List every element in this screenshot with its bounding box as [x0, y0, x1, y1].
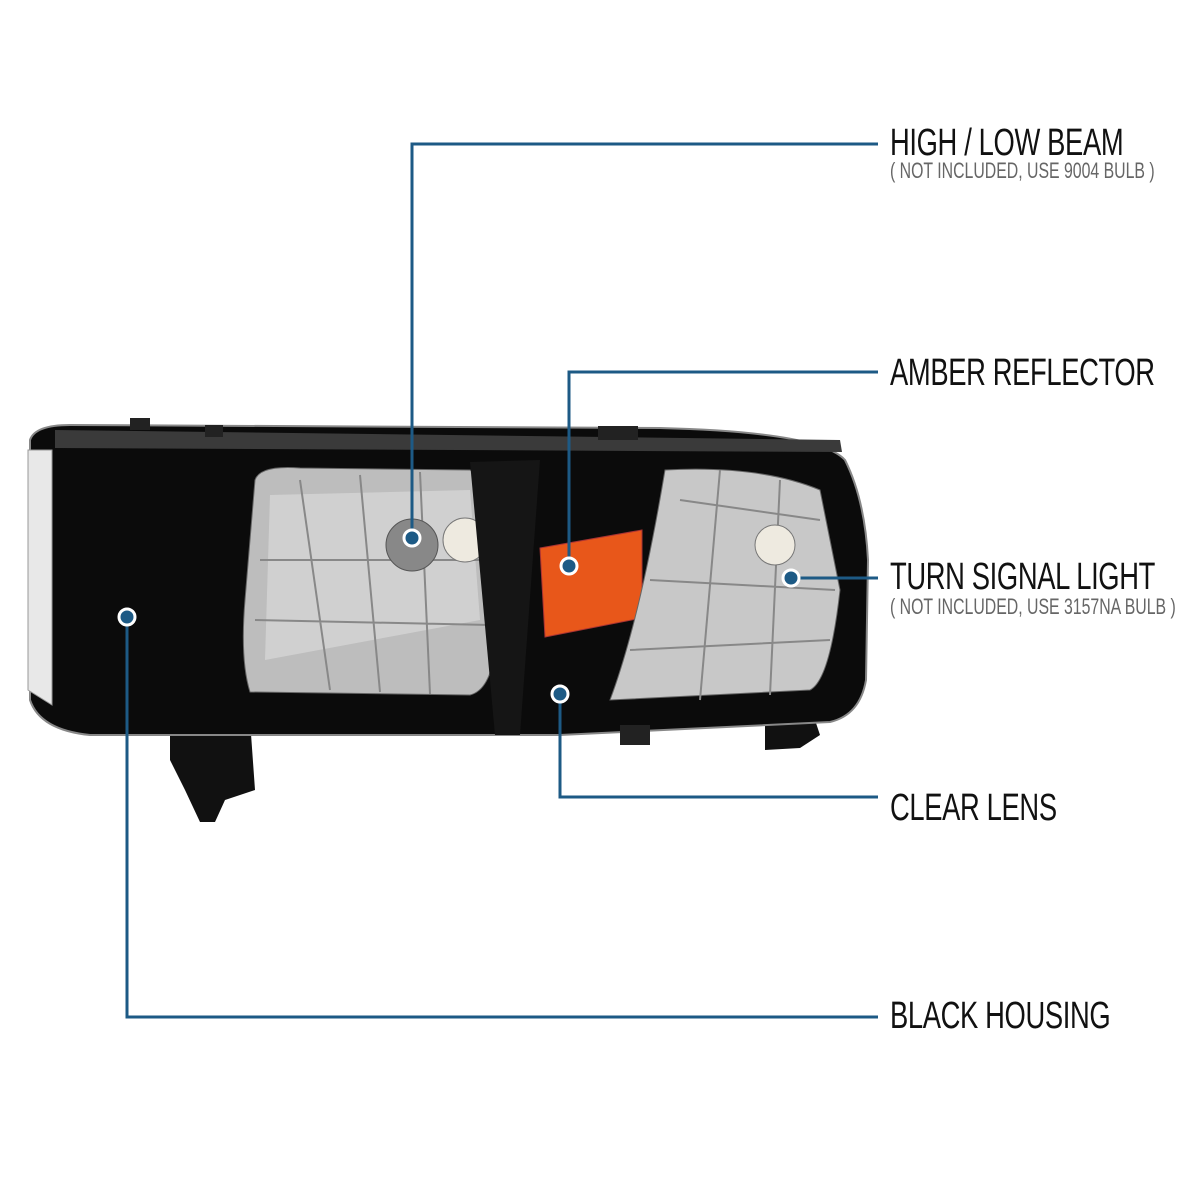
- top-lens-strip: [55, 430, 842, 452]
- callout-line-clear-lens: [558, 694, 878, 799]
- callout-line-amber-reflector: [567, 370, 878, 566]
- label-turn-signal-light: TURN SIGNAL LIGHT: [890, 556, 1155, 598]
- chrome-edge: [27, 449, 53, 706]
- callout-dot-clear-lens: [550, 684, 570, 704]
- center-divider: [470, 460, 540, 735]
- amber-reflector: [539, 529, 643, 638]
- callout-line-black-housing: [125, 617, 878, 1019]
- note-turn-signal-light: ( NOT INCLUDED, USE 3157NA BULB ): [890, 594, 1176, 619]
- callout-line-high-low-beam: [410, 142, 878, 538]
- label-clear-lens: CLEAR LENS: [890, 787, 1057, 829]
- mount-bracket-left: [170, 720, 255, 822]
- callout-dot-amber-reflector: [559, 556, 579, 576]
- callout-dot-turn-signal: [781, 568, 801, 588]
- note-high-low-beam: ( NOT INCLUDED, USE 9004 BULB ): [890, 158, 1155, 183]
- label-black-housing: BLACK HOUSING: [890, 995, 1111, 1037]
- callout-dot-black-housing: [117, 607, 137, 627]
- label-high-low-beam: HIGH / LOW BEAM: [890, 122, 1124, 164]
- callout-dot-high-low-beam: [402, 528, 422, 548]
- label-amber-reflector: AMBER REFLECTOR: [890, 352, 1155, 394]
